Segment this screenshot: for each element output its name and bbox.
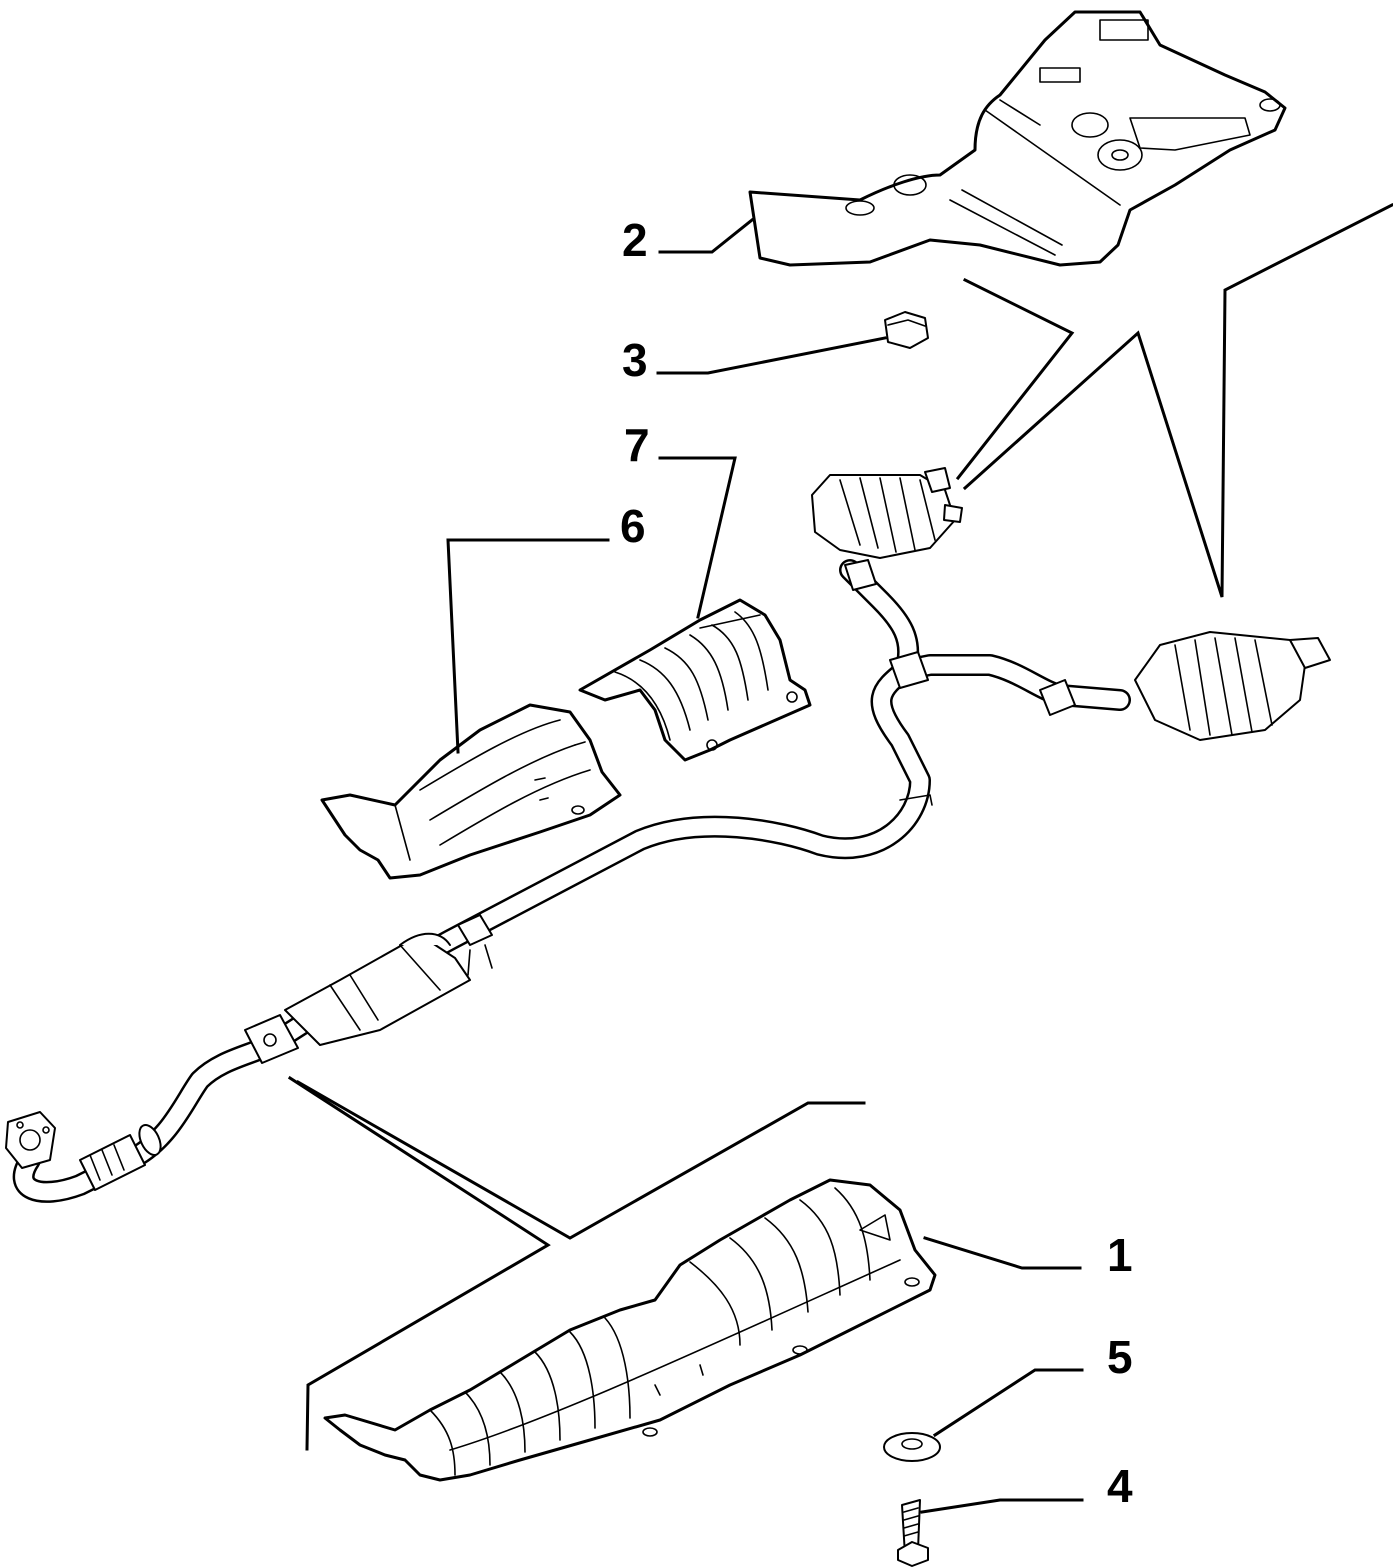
leader-6 [446, 538, 610, 754]
bracket-long-shield [287, 1075, 551, 1451]
exhaust-pipe-assembly [5, 559, 1131, 1203]
pipe-clamp [457, 914, 493, 946]
callout-3: 3 [622, 334, 648, 386]
center-heat-shield-lower [320, 703, 622, 880]
leader-lines [287, 202, 1393, 1514]
leader-4 [920, 1498, 1084, 1514]
leader-7 [658, 456, 737, 619]
leader-2 [658, 217, 755, 254]
leader-1 [923, 1236, 1082, 1270]
front-flange [5, 1111, 56, 1169]
flex-joint [79, 1134, 146, 1191]
leader-5 [932, 1368, 1084, 1438]
callout-5: 5 [1107, 1331, 1133, 1383]
center-heat-shield-upper [578, 598, 812, 762]
mid-flange [244, 1014, 299, 1064]
bracket-long-shield-top [295, 1079, 866, 1240]
bracket-rear-shield-right [962, 202, 1393, 598]
washer [883, 1432, 941, 1462]
callout-4: 4 [1107, 1460, 1133, 1512]
bracket-rear-shield [955, 277, 1075, 481]
callout-7: 7 [624, 419, 650, 471]
long-heat-shield [323, 1178, 937, 1482]
front-muffler [811, 467, 963, 559]
callout-6: 6 [620, 500, 646, 552]
rear-pipe-clamp [1039, 679, 1076, 716]
leader-3 [656, 336, 887, 375]
catalytic-converter [284, 934, 471, 1046]
callout-2: 2 [622, 214, 648, 266]
nut [884, 311, 929, 349]
bolt [897, 1499, 929, 1567]
rear-heat-shield [748, 10, 1287, 267]
rear-muffler [1134, 631, 1331, 741]
callout-1: 1 [1107, 1229, 1133, 1281]
